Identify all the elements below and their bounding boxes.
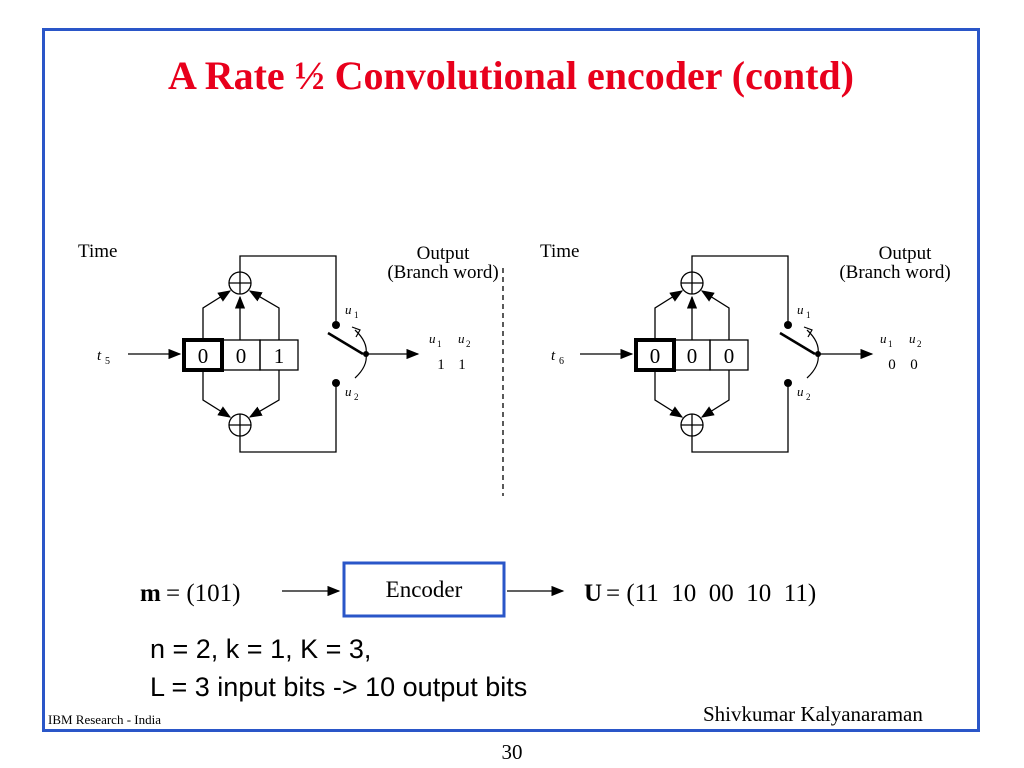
right-output-subtitle: (Branch word) [839, 262, 950, 283]
code-parameters-line-2: L = 3 input bits -> 10 output bits [150, 672, 528, 702]
left-switch-u1-sub: 1 [354, 310, 359, 320]
encoder-box [342, 561, 506, 618]
encoder-output-symbol: U [584, 580, 602, 607]
right-output-title: Output [879, 243, 933, 264]
encoder-input-symbol: m [140, 580, 161, 607]
right-branch-bit-1: 0 [888, 357, 896, 373]
right-register-bit-2: 0 [687, 344, 698, 368]
right-time-label: Time [540, 241, 579, 262]
right-encoder-diagram: Time t 6 0 0 0 u 1 u 2 Output [540, 241, 951, 453]
right-switch-u2-label: u [797, 384, 804, 399]
encoder-output-value: = (11 10 00 10 11) [606, 580, 816, 607]
left-time-tick: t [97, 348, 102, 364]
left-branch-bit-2: 1 [458, 357, 466, 373]
left-out-u1-label: u [429, 331, 436, 346]
left-switch-u2-label: u [345, 384, 352, 399]
right-switch-u1-sub: 1 [806, 310, 811, 320]
right-register-bit-3: 0 [724, 344, 735, 368]
left-out-u2-sub: 2 [466, 339, 471, 349]
right-out-u1-label: u [880, 331, 887, 346]
slide-frame [42, 28, 980, 732]
left-switch-u1-label: u [345, 302, 352, 317]
code-parameters-line-1: n = 2, k = 1, K = 3, [150, 634, 372, 664]
right-switch-u2-sub: 2 [806, 392, 811, 402]
left-out-u2-label: u [458, 331, 465, 346]
left-time-label: Time [78, 241, 117, 262]
footer-author: Shivkumar Kalyanaraman [703, 702, 923, 726]
right-branch-bit-2: 0 [910, 357, 918, 373]
right-time-tick: t [551, 348, 556, 364]
left-register-bit-1: 0 [198, 344, 209, 368]
left-register-bit-3: 1 [274, 344, 285, 368]
encoder-input-value: = (101) [166, 580, 241, 607]
left-time-sub: 5 [105, 356, 110, 367]
left-switch-contact-u1 [332, 321, 340, 329]
slide-title: A Rate ½ Convolutional encoder (contd) [168, 53, 854, 98]
right-out-u1-sub: 1 [888, 339, 893, 349]
left-register-bit-2: 0 [236, 344, 247, 368]
footer-organization: IBM Research - India [48, 712, 161, 727]
encoder-block-diagram: m = (101) Encoder U = (11 10 00 10 11) [140, 561, 816, 618]
right-commutator-arm [779, 331, 816, 356]
left-output-title: Output [417, 243, 471, 264]
left-commutator-arm [327, 331, 364, 356]
left-branch-bit-1: 1 [437, 357, 445, 373]
left-out-u1-sub: 1 [437, 339, 442, 349]
right-switch-u1-label: u [797, 302, 804, 317]
right-time-sub: 6 [559, 356, 564, 367]
left-switch-contact-u2 [332, 379, 340, 387]
left-switch-u2-sub: 2 [354, 392, 359, 402]
left-encoder-diagram: Time t 5 0 0 1 u 1 [78, 241, 499, 453]
encoder-box-label: Encoder [386, 577, 463, 602]
left-output-subtitle: (Branch word) [387, 262, 498, 283]
right-register-bit-1: 0 [650, 344, 661, 368]
right-out-u2-label: u [909, 331, 916, 346]
page-number: 30 [501, 740, 523, 764]
right-out-u2-sub: 2 [917, 339, 922, 349]
right-switch-contact-u2 [784, 379, 792, 387]
right-switch-contact-u1 [784, 321, 792, 329]
code-parameters: n = 2, k = 1, K = 3, L = 3 input bits ->… [150, 630, 527, 706]
